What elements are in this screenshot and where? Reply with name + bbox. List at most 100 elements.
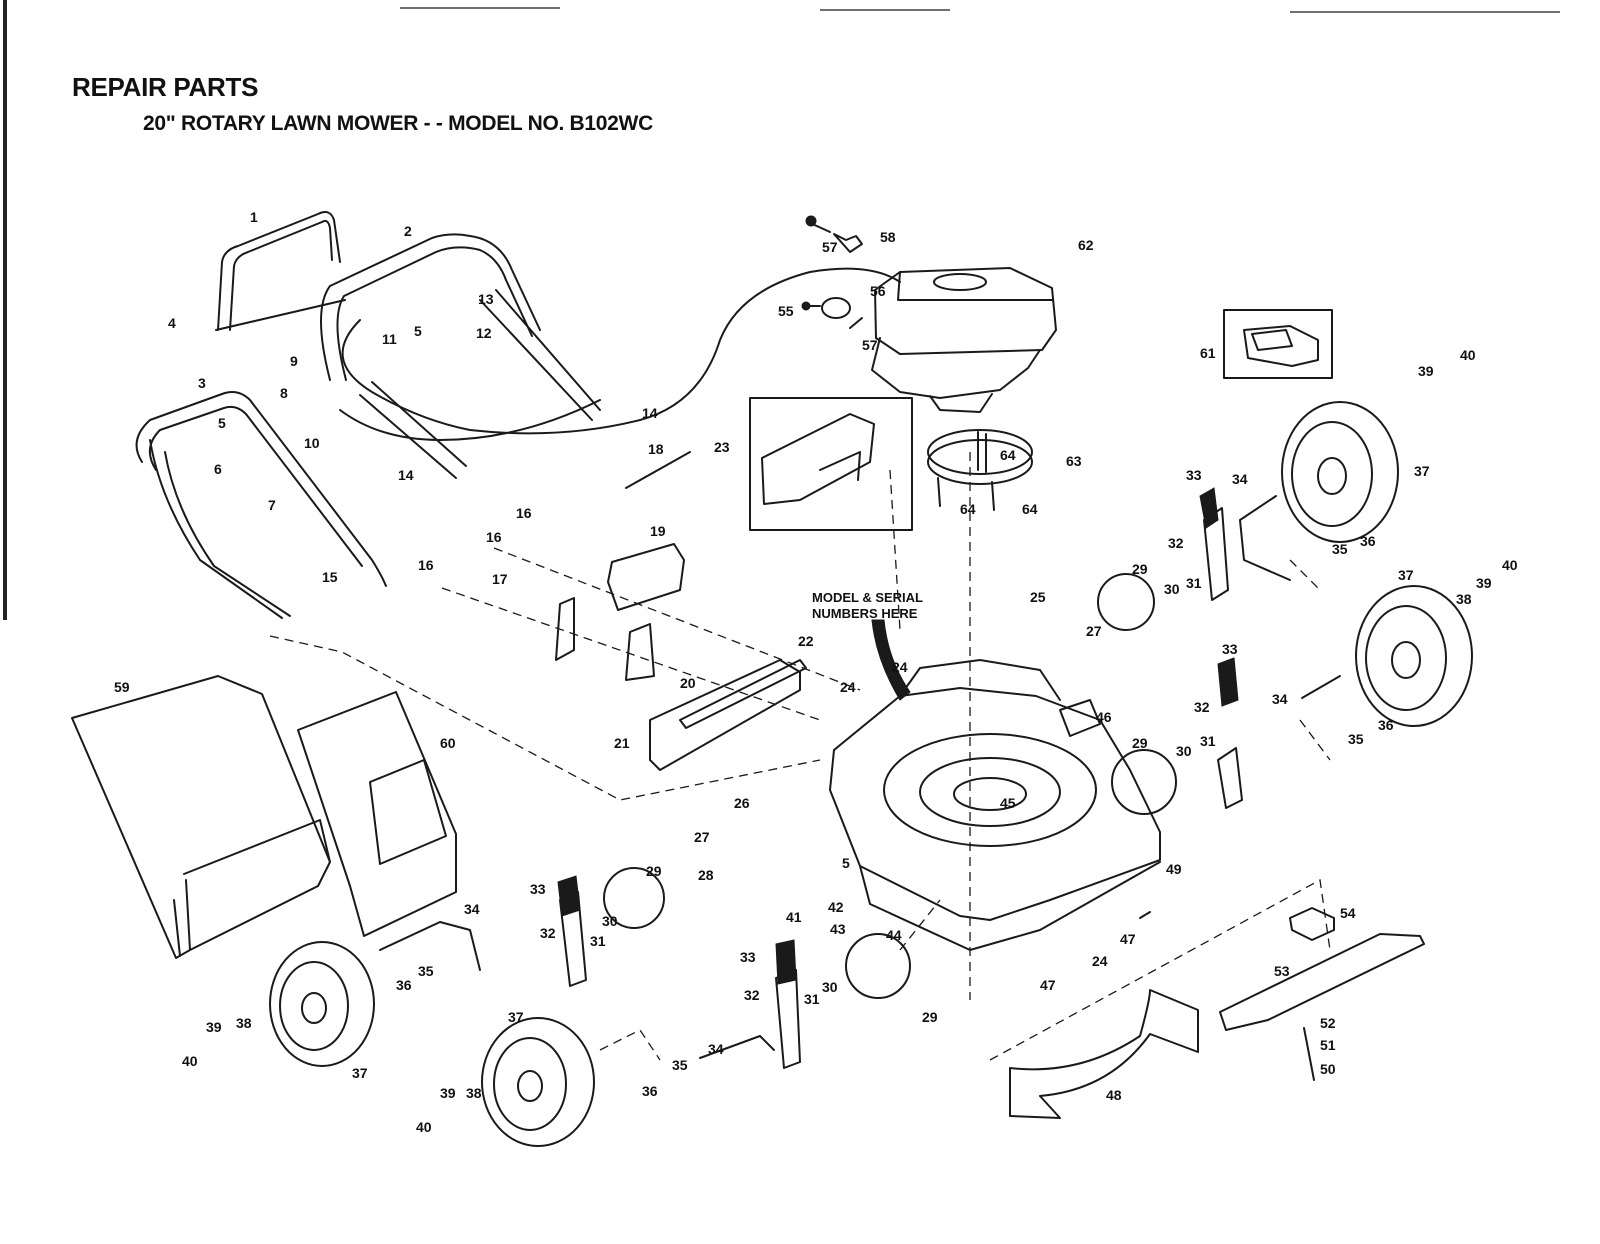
grass-bag-part <box>71 675 331 959</box>
callout-53: 53 <box>1274 963 1290 979</box>
scan-edge-lines <box>400 7 1560 13</box>
callout-20: 20 <box>680 675 696 691</box>
callout-27: 27 <box>694 829 710 845</box>
callout-36: 36 <box>1378 717 1394 733</box>
callout-47: 47 <box>1120 931 1136 947</box>
callout-38: 38 <box>466 1085 482 1101</box>
callout-40: 40 <box>1460 347 1476 363</box>
callout-24: 24 <box>892 659 908 675</box>
callout-44: 44 <box>886 927 902 943</box>
callout-30: 30 <box>822 979 838 995</box>
callout-16: 16 <box>418 557 434 573</box>
callout-36: 36 <box>1360 533 1376 549</box>
callout-4: 4 <box>168 315 176 331</box>
wheel-right-upper <box>1281 401 1399 543</box>
callout-40: 40 <box>1502 557 1518 573</box>
assembly-guide-lines <box>269 452 1331 1061</box>
callout-56: 56 <box>870 283 886 299</box>
cable-ring-part <box>927 429 1033 511</box>
callout-36: 36 <box>396 977 412 993</box>
wheel-left-upper <box>269 941 375 1067</box>
callout-18: 18 <box>648 441 664 457</box>
callout-35: 35 <box>672 1057 688 1073</box>
callout-8: 8 <box>280 385 288 401</box>
callout-9: 9 <box>290 353 298 369</box>
callout-21: 21 <box>614 735 630 751</box>
callout-32: 32 <box>540 925 556 941</box>
callout-37: 37 <box>352 1065 368 1081</box>
callout-61: 61 <box>1200 345 1216 361</box>
callout-62: 62 <box>1078 237 1094 253</box>
callout-16: 16 <box>516 505 532 521</box>
callout-5: 5 <box>842 855 850 871</box>
callout-13: 13 <box>478 291 494 307</box>
page-edge-bar <box>3 0 7 620</box>
callout-41: 41 <box>786 909 802 925</box>
callout-34: 34 <box>708 1041 724 1057</box>
callout-12: 12 <box>476 325 492 341</box>
callout-29: 29 <box>1132 561 1148 577</box>
callout-22: 22 <box>798 633 814 649</box>
callout-33: 33 <box>1186 467 1202 483</box>
callout-34: 34 <box>1232 471 1248 487</box>
callout-31: 31 <box>1200 733 1216 749</box>
callout-30: 30 <box>1164 581 1180 597</box>
callout-2: 2 <box>404 223 412 239</box>
page-title: REPAIR PARTS <box>72 72 259 102</box>
callout-43: 43 <box>830 921 846 937</box>
callout-27: 27 <box>1086 623 1102 639</box>
callout-33: 33 <box>1222 641 1238 657</box>
callout-32: 32 <box>1194 699 1210 715</box>
callout-5: 5 <box>414 323 422 339</box>
callout-34: 34 <box>1272 691 1288 707</box>
callout-50: 50 <box>1320 1061 1336 1077</box>
callout-28: 28 <box>698 867 714 883</box>
callout-29: 29 <box>646 863 662 879</box>
callout-52: 52 <box>1320 1015 1336 1031</box>
callout-64: 64 <box>960 501 976 517</box>
callout-30: 30 <box>1176 743 1192 759</box>
callout-29: 29 <box>922 1009 938 1025</box>
callout-23: 23 <box>714 439 730 455</box>
callout-33: 33 <box>740 949 756 965</box>
callout-32: 32 <box>744 987 760 1003</box>
callout-1: 1 <box>250 209 258 225</box>
callout-11: 11 <box>382 331 397 347</box>
callout-34: 34 <box>464 901 480 917</box>
middle-handle-part <box>320 233 601 479</box>
control-cable <box>341 267 901 435</box>
chute-deflector-part <box>1009 989 1199 1119</box>
callout-51: 51 <box>1320 1037 1336 1053</box>
callout-15: 15 <box>322 569 338 585</box>
model-number-pointer <box>871 619 911 701</box>
callout-labels: 1 2 3 4 5 5 5 6 7 8 9 10 11 12 13 14 14 … <box>114 209 1518 1135</box>
wheel-left-lower <box>481 1017 595 1147</box>
callout-42: 42 <box>828 899 844 915</box>
callout-7: 7 <box>268 497 276 513</box>
callout-37: 37 <box>1414 463 1430 479</box>
wheel-right-lower <box>1355 585 1473 727</box>
callout-36: 36 <box>642 1083 658 1099</box>
callout-57: 57 <box>862 337 878 353</box>
callout-31: 31 <box>590 933 606 949</box>
callout-24: 24 <box>1092 953 1108 969</box>
callout-33: 33 <box>530 881 546 897</box>
callout-47: 47 <box>1040 977 1056 993</box>
rod-part <box>625 451 691 489</box>
callout-31: 31 <box>804 991 820 1007</box>
engine-fasteners <box>801 215 863 329</box>
callout-48: 48 <box>1106 1087 1122 1103</box>
axle-parts <box>379 495 1341 1059</box>
callout-6: 6 <box>214 461 222 477</box>
engine-part <box>871 267 1057 413</box>
callout-35: 35 <box>1332 541 1348 557</box>
callout-40: 40 <box>182 1053 198 1069</box>
callout-39: 39 <box>440 1085 456 1101</box>
callout-26: 26 <box>734 795 750 811</box>
callout-64: 64 <box>1000 447 1016 463</box>
height-bracket-parts <box>555 543 807 771</box>
callout-39: 39 <box>206 1019 222 1035</box>
callout-19: 19 <box>650 523 666 539</box>
callout-10: 10 <box>304 435 320 451</box>
